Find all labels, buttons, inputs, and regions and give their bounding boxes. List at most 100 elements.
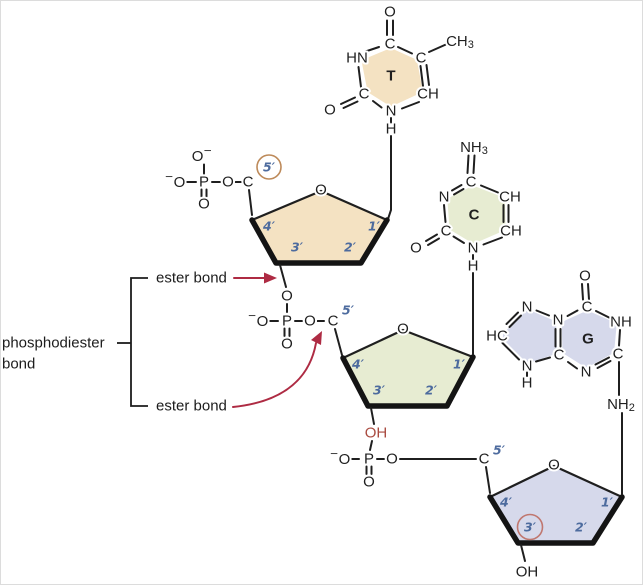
phosphate-top: O− −O P O C O 5′ [163,143,282,216]
three-prime-highlight-circle [516,513,544,541]
guanine-nh-right: NH [610,314,632,331]
ester-bond-top-arrow [233,272,277,284]
guanine-amine: NH2 [607,396,635,415]
phosphate-bottom-bonds [348,440,491,494]
thymine-c-top: C [385,36,396,53]
cytosine-letter: C [469,207,480,224]
cytosine-ch-top-right: CH [499,189,521,206]
cytosine-amine: NH3 [460,139,488,158]
guanine-n-five-top: N [522,299,533,316]
deoxyribose-bottom-fill [490,466,622,543]
deoxyribose-top-fill [252,191,387,263]
sugar-top-3prime-o-bond [279,264,287,288]
sugar-top-4prime: 4′ [262,219,276,234]
phosphate-middle-o-left: −O [248,310,268,330]
sugar-middle-oh: OH [365,425,388,442]
sugar-middle-3prime-oh-bond [370,407,375,425]
phosphodiester-label-line2: bond [2,356,35,373]
deoxyribose-middle-thin-edges [341,328,475,360]
deoxyribose-top-thin-edges [250,189,389,222]
thymine-letter: T [386,68,395,85]
guanine-bonds [501,283,621,396]
thymine-c-methyl: C [416,50,427,67]
sugar-top-3prime: 3′ [291,240,304,255]
cytosine-n-bottom: N [468,240,479,257]
guanine-n-five-bottom: N [522,358,533,375]
ester-bond-top-label: ester bond [156,270,227,287]
bracket [130,277,148,407]
cytosine-h-bottom: H [468,258,479,275]
guanine-base: O C N NH C N C N HC N H G NH2 [484,266,637,495]
phosphate-middle-o-right: O [304,313,316,330]
phosphate-middle: O −O P O C O 5′ [246,286,355,356]
thymine-ch-right: CH [417,86,439,103]
cytosine-c-top: C [466,174,477,191]
cytosine-ch-bottom-right: CH [500,223,522,240]
sugar-bottom-4prime: 4′ [499,495,513,510]
guanine-fivering-fill [502,310,557,363]
guanine-hc-left: HC [486,328,508,345]
deoxyribose-bottom-thin-edges [488,464,624,499]
thymine-h-bottom: H [386,121,397,138]
sugar-bottom-2prime: 2′ [575,520,588,535]
sugar-top-2prime: 2′ [344,240,357,255]
sugar-bottom-ring-o: O [548,457,560,474]
sugar-bottom-1prime: 1′ [601,495,614,510]
ester-bond-bottom-arrow [232,331,322,408]
five-prime-highlight-circle [256,154,282,180]
cytosine-bonds [425,154,510,260]
phosphate-top-o-up: O− [192,145,212,165]
phosphate-middle-c5-carbon: C [328,313,339,330]
sugar-bottom-oh: OH [516,564,539,581]
phosphate-top-p: P [199,174,209,191]
thymine-base: O C CH3 C HN C O CH N H T [322,2,476,220]
sugar-bottom-5prime: 5′ [493,443,506,458]
sugar-top-5prime: 5′ [263,160,276,175]
phosphate-bottom-c5-carbon: C [479,451,490,468]
phosphate-bottom: −O P O C O 5′ [328,440,506,494]
thymine-o-left: O [324,102,336,119]
thymine-glycosidic-bond [387,135,392,220]
sugar-bottom-3prime: 3′ [524,520,537,535]
guanine-sixring-fill [561,311,617,367]
phosphate-bottom-o-down: O [363,474,375,491]
phosphate-top-bonds [185,163,253,216]
sugar-middle-2prime: 2′ [425,383,438,398]
sugar-middle-3prime: 3′ [373,383,386,398]
guanine-n-bottom: N [581,364,592,381]
phosphate-top-c5-carbon: C [243,174,254,191]
deoxyribose-bottom-thick-edges [487,494,625,546]
thymine-methyl: CH3 [446,33,474,52]
sugar-bottom-3prime-oh-bond [520,544,526,562]
thymine-o-top: O [384,4,396,21]
phosphate-bottom-p: P [364,451,374,468]
cytosine-n-left: N [439,189,450,206]
guanine-c-top: C [582,299,593,316]
cytosine-o-left: O [410,240,422,257]
sugar-top-ring-o: O [315,182,327,199]
phosphate-middle-o-up: O [281,288,293,305]
phosphodiester-annotation: phosphodiester bond ester bond ester bon… [2,270,322,415]
deoxyribose-top-thick-edges [249,217,390,266]
thymine-bonds [340,19,448,124]
phosphate-middle-o-down: O [281,336,293,353]
phosphate-top-o-down: O [198,196,210,213]
thymine-ring-fill [362,48,423,106]
guanine-c-right: C [613,346,624,363]
phosphate-middle-bonds [267,303,343,356]
phosphate-middle-p: P [282,313,292,330]
sugar-middle-4prime: 4′ [351,357,365,372]
phosphate-top-o-left: −O [165,171,185,191]
cytosine-ring-fill [447,186,506,243]
deoxyribose-middle: O 4′ 1′ 3′ 2′ OH [340,319,476,444]
cytosine-base: NH3 C N CH C O CH N H C [408,137,524,355]
guanine-c-junction-bottom: C [554,347,565,364]
guanine-n-junction-top: N [553,312,564,329]
phosphate-top-o-right: O [222,174,234,191]
thymine-n-bottom: N [386,103,397,120]
deoxyribose-middle-thick-edges [340,354,476,409]
sugar-middle-1prime: 1′ [453,357,466,372]
sugar-middle-5prime: 5′ [342,303,355,318]
